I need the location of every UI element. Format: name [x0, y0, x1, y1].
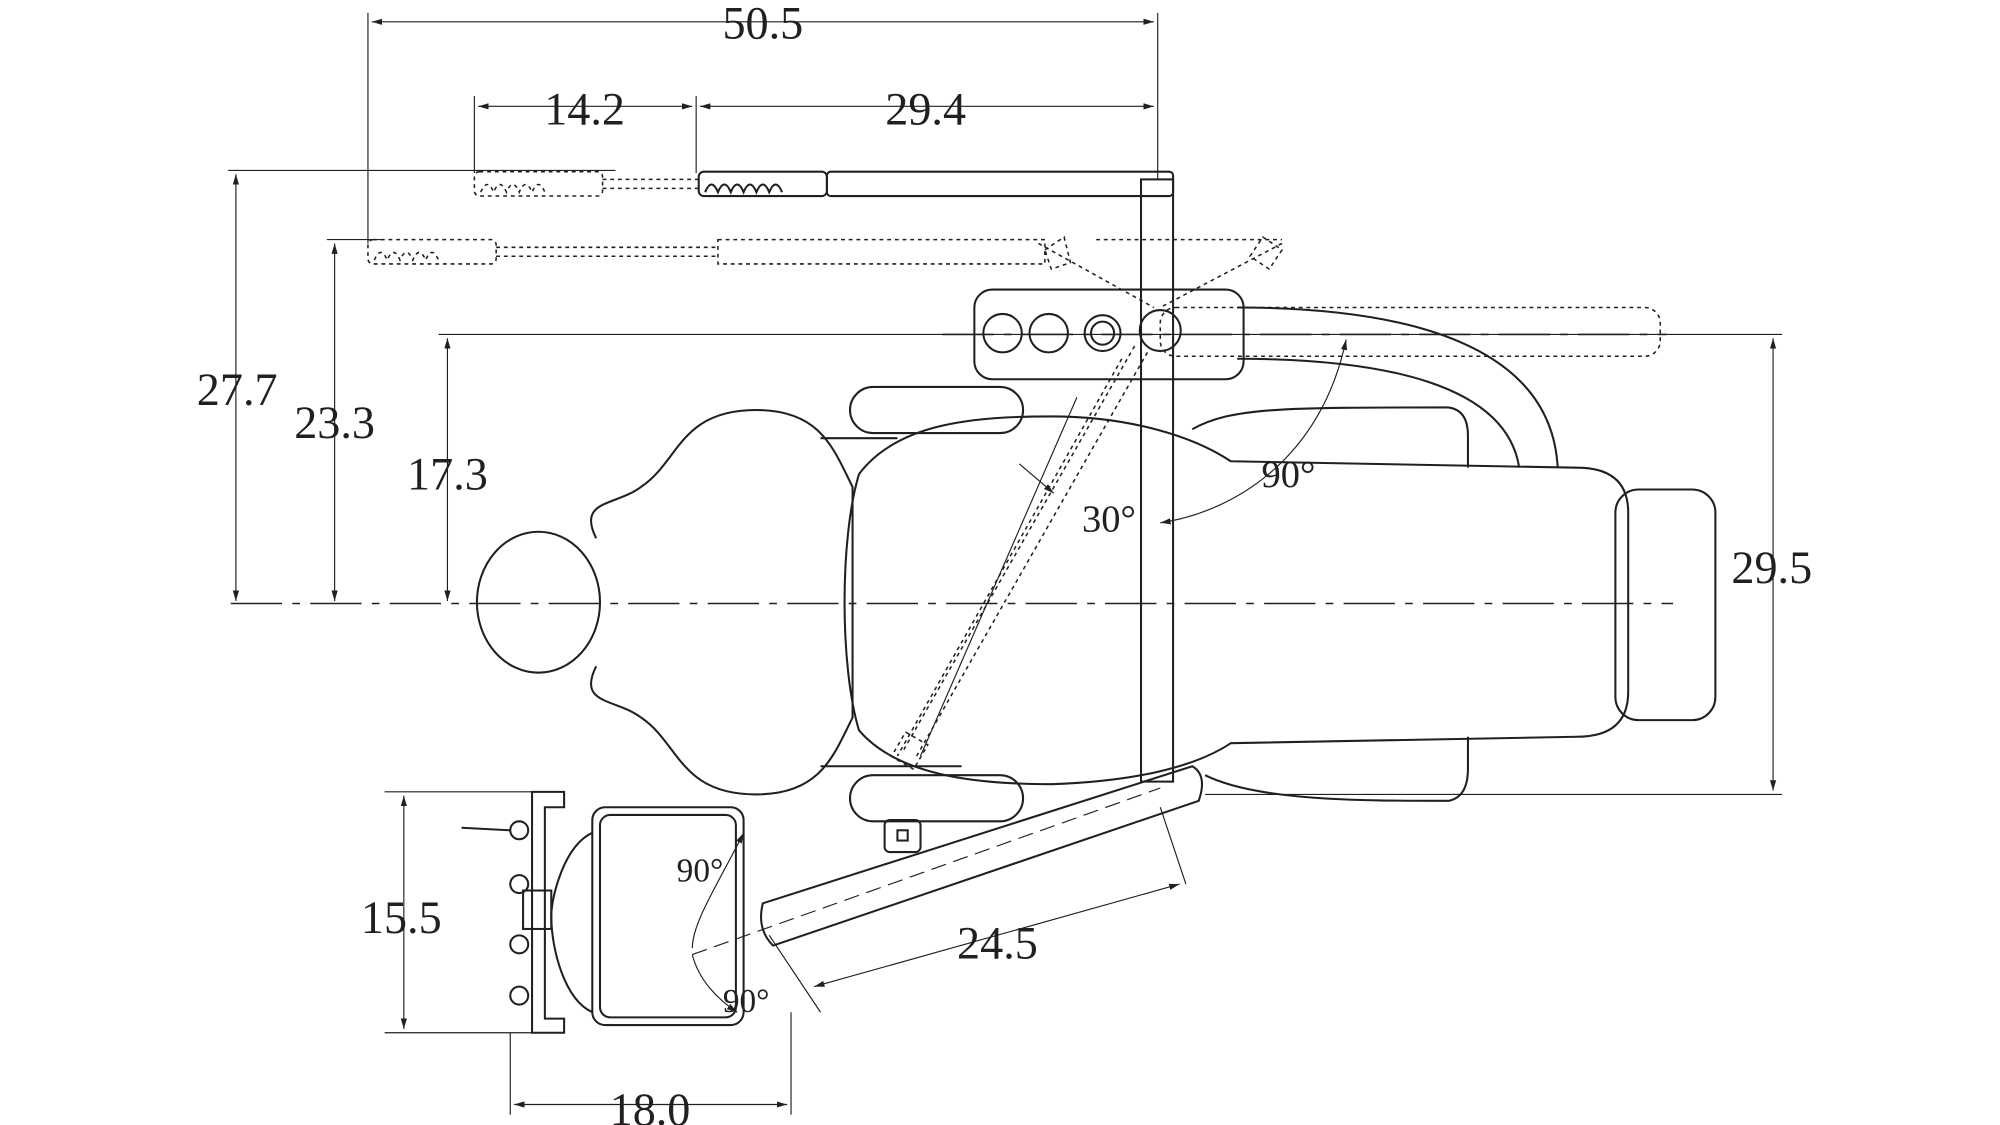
dim-reach-mid: 23.3	[294, 397, 375, 448]
dim-light-post-offset: 17.3	[407, 448, 488, 499]
instrument-tray	[461, 790, 745, 1034]
dim-tray-depth: 15.5	[361, 892, 442, 943]
dim-tray-width: 18.0	[610, 1084, 691, 1125]
angle-light-tilt: 30°	[1082, 499, 1136, 541]
spittoon-unit	[973, 288, 1662, 468]
angle-tray-bottom: 90°	[723, 983, 770, 1020]
light-arm	[697, 170, 1175, 783]
dim-reach-max: 27.7	[197, 364, 278, 415]
dim-light-arm-length: 29.4	[885, 83, 966, 134]
angle-light-rotation: 90°	[1262, 454, 1316, 496]
angle-tray-top: 90°	[677, 853, 724, 890]
dim-overall-width: 50.5	[722, 0, 803, 48]
tray-arm	[692, 765, 1204, 956]
light-arm-extended	[367, 170, 1284, 309]
dim-arm-extension: 14.2	[544, 83, 625, 134]
dim-tray-arm-length: 24.5	[957, 917, 1038, 968]
angle-arcs	[691, 339, 1348, 1013]
dimension-lines	[232, 18, 1777, 1108]
light-arm-tilted	[890, 345, 1149, 771]
dim-chair-width: 29.5	[1731, 542, 1812, 593]
chair	[475, 385, 1717, 854]
handpiece-holders	[461, 820, 530, 1006]
